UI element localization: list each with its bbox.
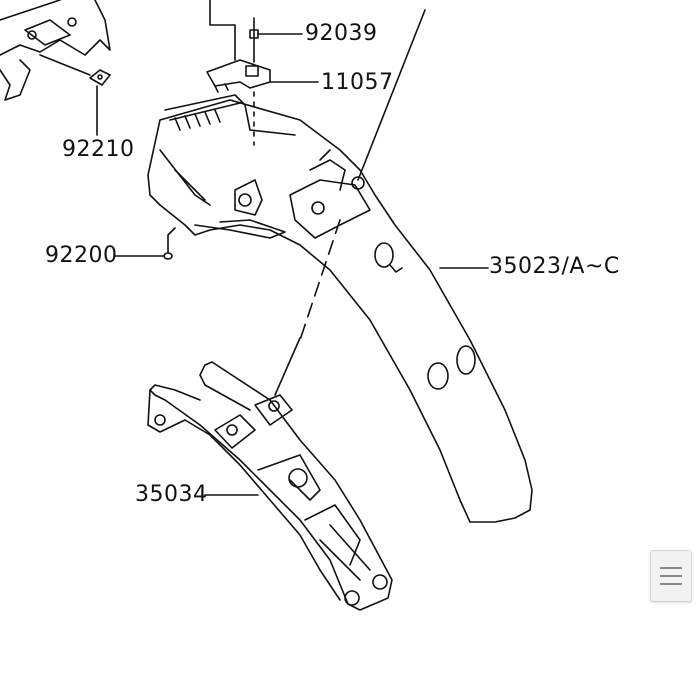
lower-bracket-35034 xyxy=(147,337,393,611)
rear-fender-35023 xyxy=(147,94,533,523)
part-label-92039[interactable]: 92039 xyxy=(305,21,378,46)
part-label-35034[interactable]: 35034 xyxy=(135,482,208,507)
hamburger-menu-icon-line xyxy=(660,575,682,577)
hamburger-menu-icon xyxy=(660,567,682,569)
part-label-92200[interactable]: 92200 xyxy=(45,243,118,268)
part-label-92210[interactable]: 92210 xyxy=(62,137,135,162)
upper-bracket-fragment xyxy=(0,0,111,101)
part-label-11057[interactable]: 11057 xyxy=(321,70,394,95)
menu-button[interactable] xyxy=(650,550,692,602)
part-label-35023[interactable]: 35023/A~C xyxy=(489,254,620,279)
hamburger-menu-icon-line xyxy=(660,583,682,585)
